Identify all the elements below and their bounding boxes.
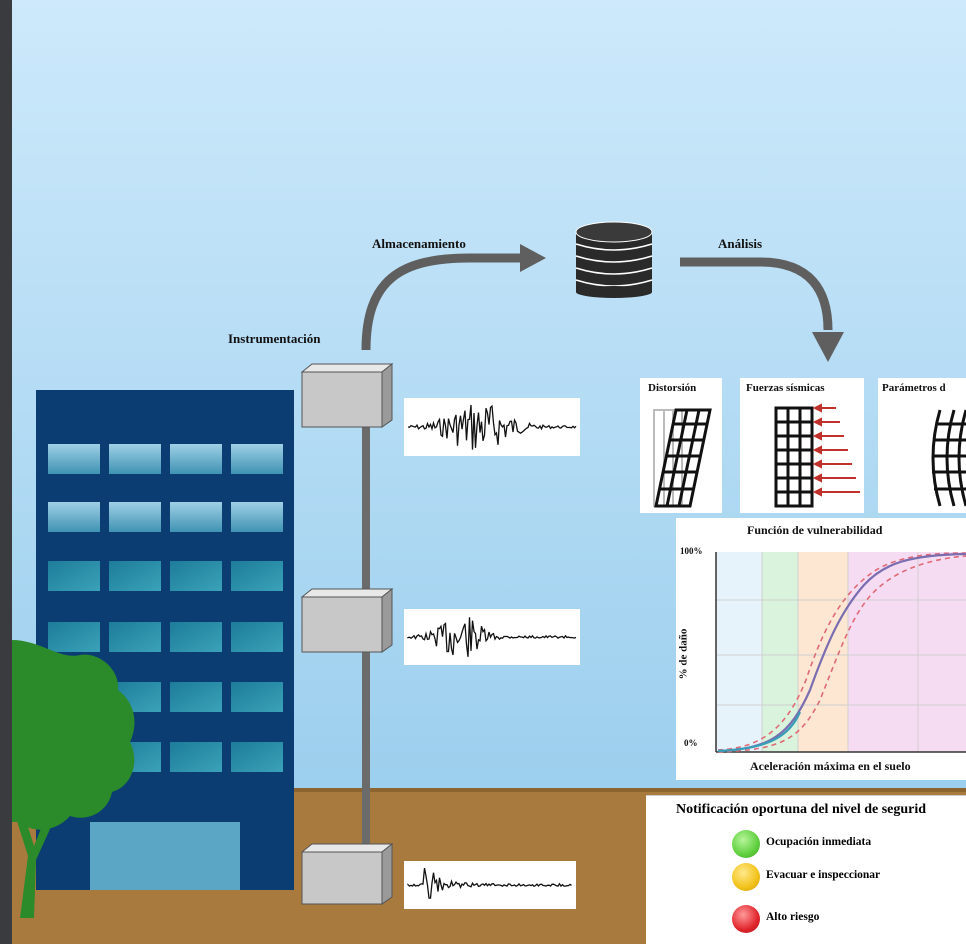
vulnerability-chart — [715, 552, 966, 753]
parameters-frame-icon — [931, 409, 966, 507]
sensor-box-icon — [300, 587, 394, 653]
x-axis-label: Aceleración máxima en el suelo — [750, 759, 911, 773]
notification-title: Notificación oportuna del nivel de segur… — [676, 802, 927, 817]
zone-immediate-occupancy — [716, 552, 762, 752]
analysis-arrow — [680, 257, 833, 331]
zone-pink — [848, 552, 966, 752]
panel-label-parameters: Parámetros d — [882, 382, 946, 394]
chart-title: Función de vulnerabilidad — [747, 523, 883, 537]
mean-vulnerability-curve — [717, 552, 966, 753]
level-label: Ocupación inmediata — [766, 836, 872, 848]
seismogram-middle — [407, 617, 577, 657]
level-label: Alto riesgo — [766, 911, 820, 923]
left-border — [0, 0, 12, 944]
seismogram-bottom — [407, 867, 572, 899]
panel-label-distortion: Distorsión — [648, 382, 697, 394]
database-icon — [575, 221, 653, 298]
storage-arrow — [361, 253, 528, 351]
storage-label: Almacenamiento — [372, 236, 466, 251]
building-windows — [48, 444, 283, 772]
red-status-icon — [732, 905, 760, 933]
instrumentation-label: Instrumentación — [228, 331, 321, 346]
analysis-label: Análisis — [718, 236, 763, 251]
sensor-box-icon — [300, 362, 394, 428]
zone-orange — [798, 552, 848, 752]
upper-bound-curve — [717, 552, 966, 751]
sensor-box-icon — [300, 842, 394, 905]
lower-bound-curve — [717, 555, 966, 753]
seismogram-top — [407, 404, 577, 450]
level-label: Evacuar e inspeccionar — [766, 869, 881, 881]
panel-label-seismic-forces: Fuerzas sísmicas — [746, 382, 825, 394]
y-tick-bottom: 0% — [684, 738, 698, 748]
seismic-forces-frame-icon — [774, 403, 860, 508]
panel-parameters — [878, 378, 966, 513]
y-tick-top: 100% — [680, 546, 703, 556]
y-axis-label: % de daño — [677, 628, 690, 680]
notification-panel: Notificación oportuna del nivel de segur… — [646, 795, 966, 944]
tree — [12, 640, 135, 918]
zone-green — [762, 552, 798, 752]
green-status-icon — [732, 830, 760, 858]
building-entrance — [90, 822, 240, 890]
distortion-frame-icon — [653, 408, 712, 508]
yellow-status-icon — [732, 863, 760, 891]
